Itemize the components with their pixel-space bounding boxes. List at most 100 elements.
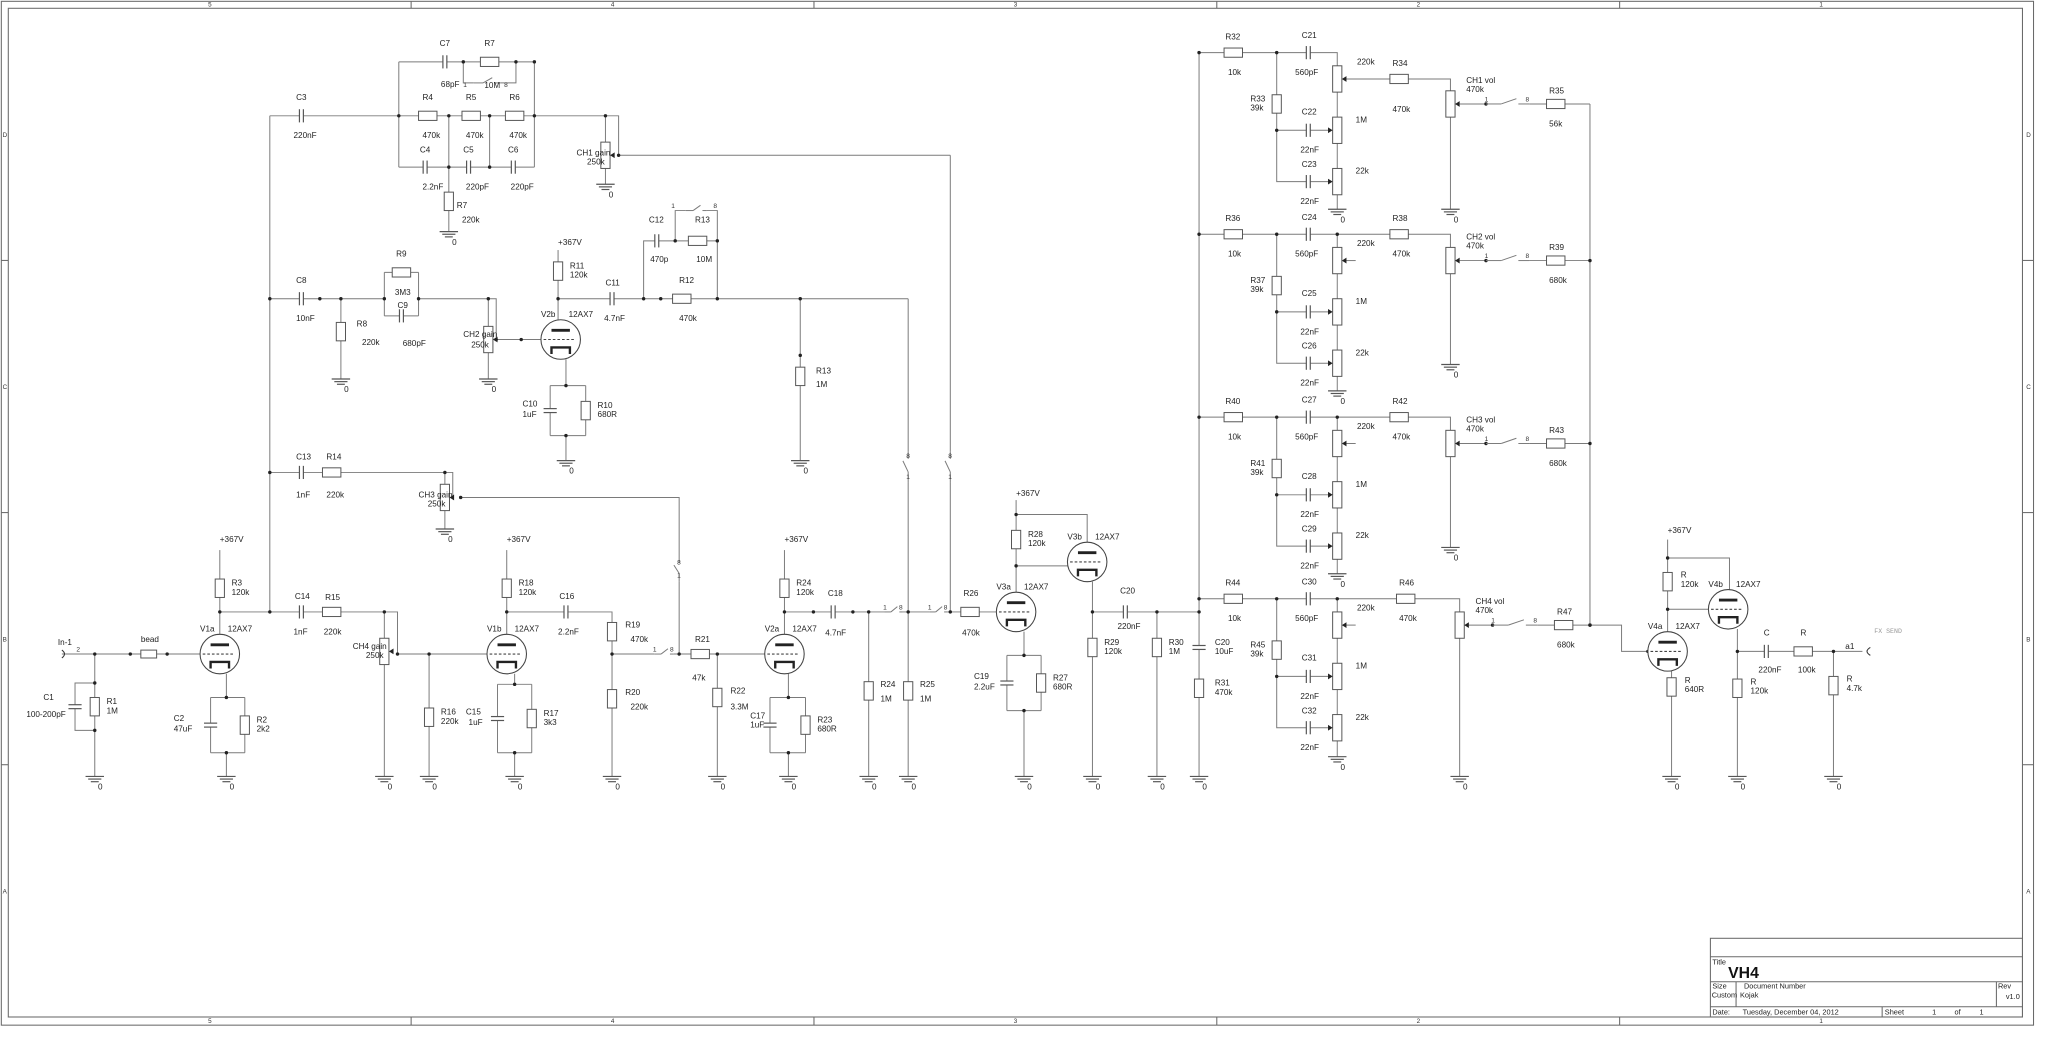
zone-row-label: A (3, 888, 8, 895)
wiper-arrow-icon (610, 152, 615, 159)
tube-envelope (540, 319, 581, 360)
resistor-body (443, 191, 454, 212)
component-value: 680k (1557, 640, 1576, 649)
component-value: 470k (1399, 614, 1418, 623)
component-ref: R44 (1225, 579, 1240, 588)
potentiometer-body (1332, 481, 1343, 509)
resistor-body (779, 578, 790, 598)
capacitor-gap (1306, 310, 1311, 314)
component-ref: R47 (1557, 608, 1572, 617)
component-value: 12AX7 (515, 625, 540, 634)
component-ref: C31 (1302, 654, 1317, 663)
component-ref: CH3 gain (419, 490, 453, 499)
rev-value: v1.0 (2006, 992, 2020, 1001)
component-ref: R15 (325, 593, 340, 602)
component-value: 3.3M (730, 702, 748, 711)
capacitor-gap (831, 610, 836, 614)
junction-dot (659, 297, 663, 301)
junction-dot (556, 297, 560, 301)
capacitor-gap (299, 610, 304, 614)
component-value: 47uF (174, 725, 193, 734)
component-value: 1M (1356, 297, 1368, 306)
wire (674, 210, 686, 241)
resistor-body (214, 578, 225, 598)
switch-blade (673, 564, 680, 574)
junction-dot (1197, 415, 1201, 419)
bass-pot: 22k (1328, 531, 1370, 560)
ground-net-label: 0 (492, 385, 497, 394)
capacitor-gap (1306, 128, 1311, 132)
component-ref: R10 (598, 401, 613, 410)
capacitor-gap (1306, 597, 1311, 601)
junction-dot (318, 297, 322, 301)
ground-net-label: 0 (388, 783, 393, 792)
ferrite-bead-body (140, 649, 158, 659)
wire (1199, 598, 1338, 612)
component-ref: C16 (559, 592, 574, 601)
switch-blade (890, 606, 898, 613)
junction-dot (339, 297, 343, 301)
resistor-body (423, 707, 435, 727)
supply-voltage-label: +367V (220, 535, 244, 544)
potentiometer-body (1332, 662, 1343, 691)
switch-blade (482, 77, 493, 84)
component-value: 470k (1393, 105, 1412, 114)
switch-blade (660, 648, 669, 655)
junction-dot (1014, 512, 1018, 517)
component-ref: R34 (1393, 59, 1408, 68)
zone-column-label: 3 (1014, 1018, 1018, 1025)
component-value: 250k (587, 157, 606, 166)
component-ref: R37 (1250, 276, 1265, 285)
resistor-body (1223, 412, 1243, 423)
wire (1589, 624, 1648, 652)
component-value: 220nF (1758, 665, 1781, 674)
component-value: 560pF (1295, 433, 1318, 442)
ground-net-label: 0 (721, 783, 726, 792)
junction-dot (512, 751, 517, 755)
wire (269, 471, 454, 498)
component-value: 56k (1549, 119, 1563, 128)
junction-dot (1014, 564, 1018, 568)
component-value: 10M (484, 81, 500, 90)
ground-net-label: 0 (230, 783, 235, 792)
switch-contact (473, 77, 501, 84)
component-c4: C42.2nF (420, 146, 443, 192)
capacitor-gap (511, 165, 516, 169)
component-value: 22nF (1300, 692, 1319, 701)
date-value: Tuesday, December 04, 2012 (1743, 1008, 1839, 1017)
component-ref: R8 (357, 319, 368, 328)
tube-cathode (1076, 568, 1098, 577)
component-value: 39k (1250, 285, 1264, 294)
component-ref: C4 (420, 146, 431, 155)
ground-net-label: 0 (448, 535, 453, 544)
resistor-body (526, 708, 537, 729)
component-value: 120k (232, 588, 251, 597)
capacitor-gap (1005, 681, 1009, 685)
resistor-body (606, 621, 618, 642)
component-value: 22nF (1300, 379, 1319, 388)
component-value: 1M (107, 706, 119, 715)
resistor-body (479, 56, 500, 67)
capacitor-gap (1197, 645, 1201, 650)
ground-net-label: 0 (1454, 371, 1459, 380)
component-ref: R (1685, 676, 1691, 685)
component-ref: R28 (1028, 530, 1043, 539)
component-ref: R41 (1250, 459, 1265, 468)
component-ref: C32 (1302, 706, 1317, 715)
ground-symbol: 0 (1441, 546, 1460, 563)
mid-pot: 1M (1328, 480, 1367, 509)
doc-number-value: Kojak (1740, 991, 1759, 1000)
component-r-shunt: R4.7k (1828, 675, 1863, 696)
potentiometer-body (1332, 349, 1343, 377)
wire (643, 240, 718, 299)
